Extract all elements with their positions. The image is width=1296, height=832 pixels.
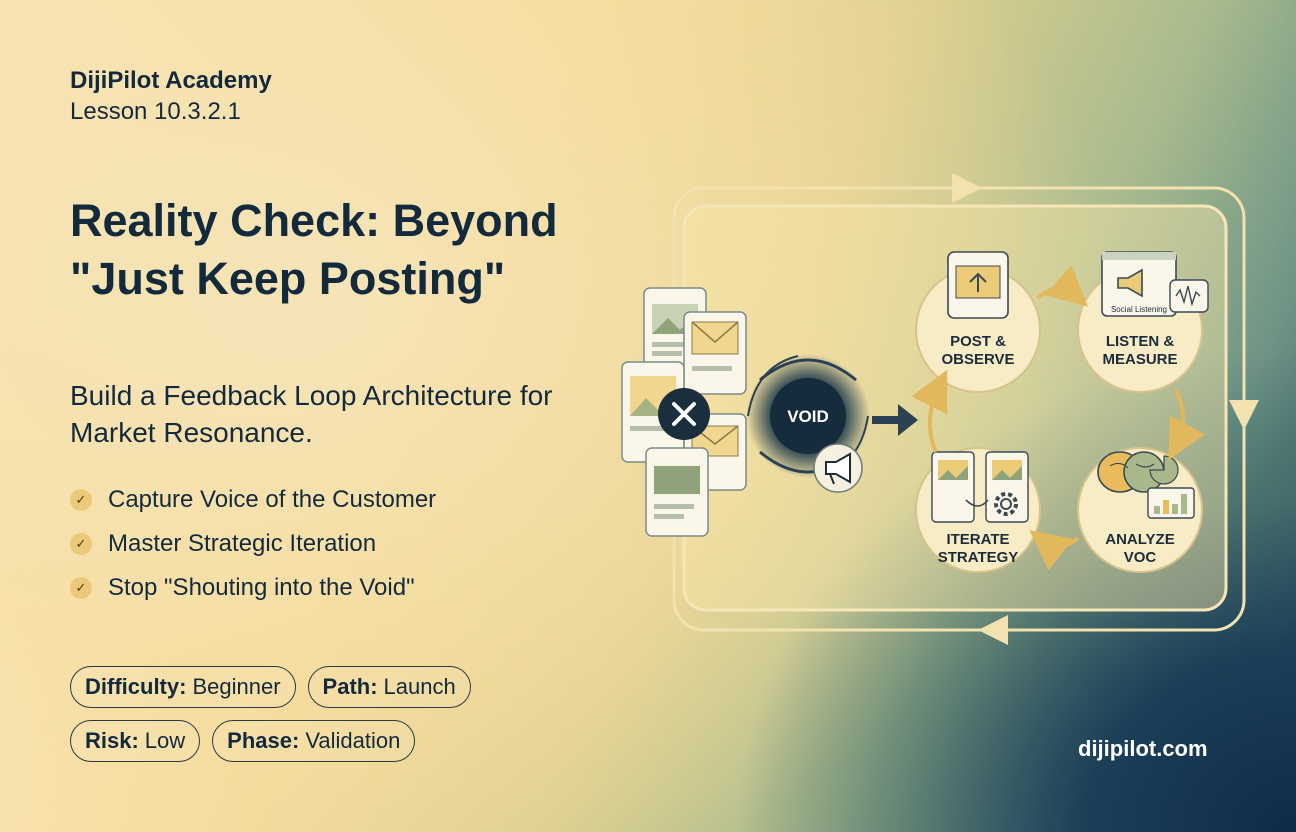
bar-chart-icon <box>1154 494 1187 514</box>
benefit-label: Master Strategic Iteration <box>108 530 377 557</box>
benefit-item: ✓ Capture Voice of the Customer <box>70 478 436 522</box>
arrow-listen-to-analyze <box>1168 389 1205 461</box>
node-label: ANALYZE <box>1105 531 1174 548</box>
tag-value: Launch <box>383 674 456 699</box>
tag-key: Path: <box>322 674 378 699</box>
node-label: MEASURE <box>1102 351 1177 368</box>
node-label: LISTEN & <box>1106 333 1175 350</box>
node-label: POST & <box>950 333 1006 350</box>
feedback-loop-diagram: VOID POST & OBSERVE Social Listening LIS… <box>621 173 1259 645</box>
gear-icon <box>994 492 1018 516</box>
node-post-observe: POST & OBSERVE <box>915 251 1041 393</box>
arrow-post-to-listen <box>1036 265 1088 307</box>
tag-key: Difficulty: <box>85 674 187 699</box>
node-label: STRATEGY <box>938 549 1019 566</box>
node-iterate-strategy: ITERATE STRATEGY <box>915 447 1041 573</box>
node-label: VOC <box>1124 549 1157 566</box>
tag-value: Validation <box>305 728 401 753</box>
brand-name: DijiPilot Academy <box>70 67 272 94</box>
brain-icon <box>1097 451 1165 493</box>
arrow-iterate-to-post <box>911 369 948 453</box>
lesson-number: Lesson 10.3.2.1 <box>70 98 241 125</box>
soundwave-icon <box>1175 285 1201 307</box>
node-label: ITERATE <box>946 531 1009 548</box>
megaphone-icon <box>813 443 863 493</box>
tag-key: Risk: <box>85 728 139 753</box>
tag-key: Phase: <box>227 728 300 753</box>
node-label: OBSERVE <box>941 351 1014 368</box>
page-title: Reality Check: Beyond "Just Keep Posting… <box>70 195 558 304</box>
benefit-list: ✓ Capture Voice of the Customer ✓ Master S… <box>70 478 436 610</box>
arrow-analyze-to-iterate <box>1029 530 1080 571</box>
social-post-stack <box>621 287 747 537</box>
arrow-to-loop <box>872 404 918 436</box>
benefit-item: ✓ Master Strategic Iteration <box>70 522 436 566</box>
check-icon: ✓ <box>70 577 92 599</box>
risk-tag: Risk:Low <box>70 720 201 762</box>
path-tag: Path:Launch <box>307 666 471 708</box>
benefit-label: Stop "Shouting into the Void" <box>108 574 415 601</box>
node-listen-measure: Social Listening LISTEN & MEASURE <box>1077 251 1209 393</box>
tag-group: Difficulty:Beginner Path:Launch Risk:Low… <box>70 666 471 774</box>
node-analyze-voc: ANALYZE VOC <box>1077 447 1203 573</box>
megaphone-icon <box>1117 268 1143 298</box>
tag-value: Beginner <box>192 674 281 699</box>
cycle-arrow-icon <box>965 499 989 507</box>
social-listening-label: Social Listening <box>1111 305 1167 314</box>
difficulty-tag: Difficulty:Beginner <box>70 666 296 708</box>
benefit-item: ✓ Stop "Shouting into the Void" <box>70 566 436 610</box>
page-subtitle: Build a Feedback Loop Architecture for M… <box>70 380 553 448</box>
check-icon: ✓ <box>70 489 92 511</box>
check-icon: ✓ <box>70 533 92 555</box>
brand-block: DijiPilot Academy Lesson 10.3.2.1 <box>70 66 272 128</box>
site-url: dijipilot.com <box>1078 736 1208 761</box>
tag-value: Low <box>144 728 186 753</box>
upload-icon <box>969 272 987 292</box>
benefit-label: Capture Voice of the Customer <box>108 486 437 513</box>
void-label: VOID <box>787 407 829 426</box>
phase-tag: Phase:Validation <box>212 720 416 762</box>
